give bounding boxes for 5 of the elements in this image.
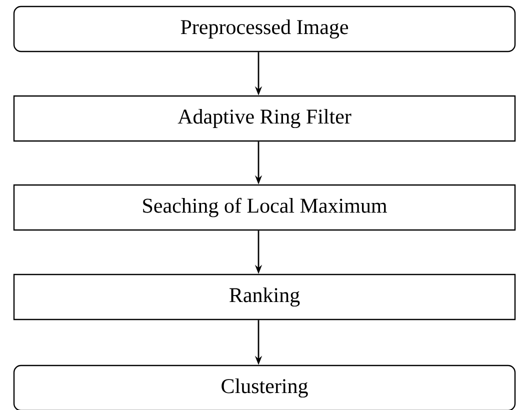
- process-box: Preprocessed Image: [13, 6, 516, 52]
- process-box: Clustering: [13, 364, 516, 410]
- process-box: Ranking: [13, 274, 516, 320]
- process-box: Adaptive Ring Filter: [13, 95, 516, 142]
- process-box: Seaching of Local Maximum: [13, 184, 516, 231]
